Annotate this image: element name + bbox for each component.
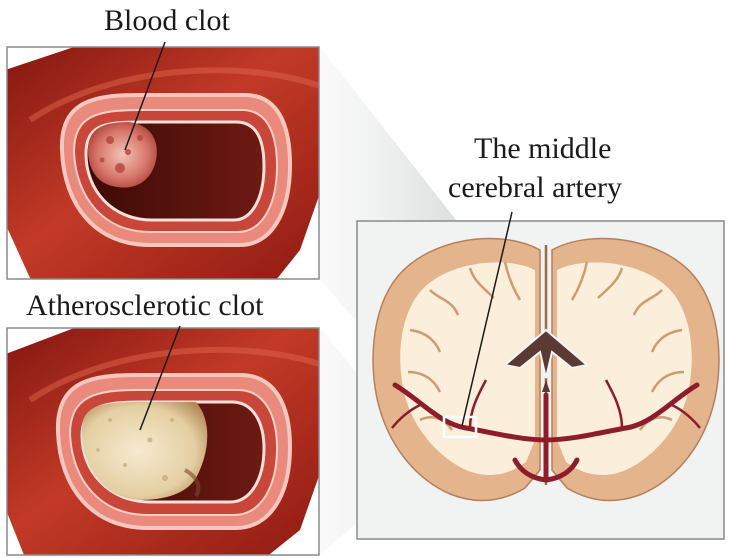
blood-clot-label: Blood clot — [104, 4, 230, 38]
atherosclerotic-clot-label: Atherosclerotic clot — [26, 289, 263, 323]
brain-section-panel — [357, 221, 724, 539]
mca-label-line2: cerebral artery — [448, 171, 622, 205]
blood-clot-panel — [0, 40, 335, 300]
mca-label-line1: The middle — [474, 132, 611, 166]
